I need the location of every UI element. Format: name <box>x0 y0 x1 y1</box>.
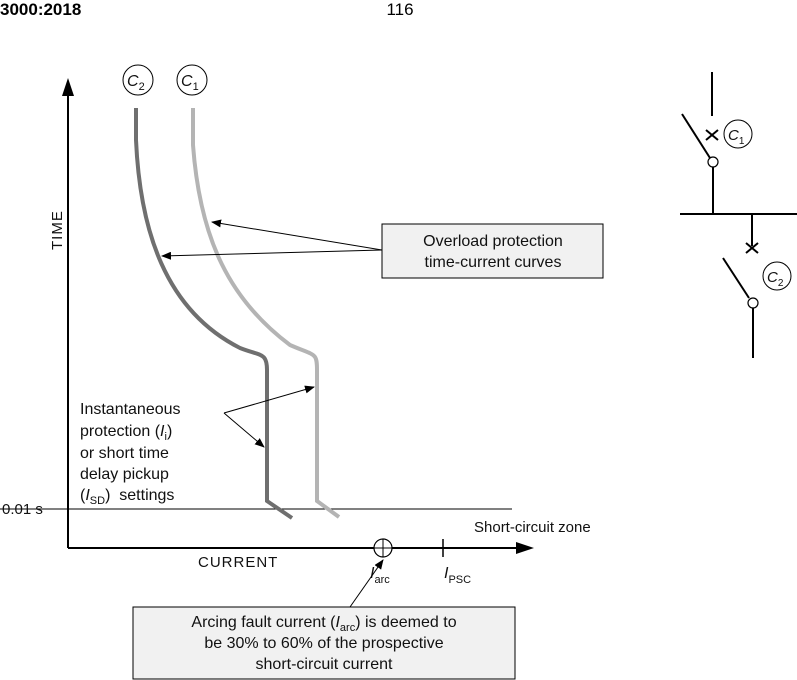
instantaneous-leader-c2 <box>223 412 265 448</box>
upper-breaker-x-2 <box>705 129 719 141</box>
lower-breaker-x-2 <box>745 242 759 254</box>
lower-breaker-blade <box>722 257 750 299</box>
upper-breaker-label: C1 <box>728 127 745 147</box>
arcing-callout-line2: be 30% to 60% of the prospective <box>204 635 443 652</box>
curve-c2-label: C2 <box>127 73 145 93</box>
i-psc-label: IPSC <box>444 565 471 586</box>
current-axis-label: CURRENT <box>198 554 278 571</box>
short-circuit-zone-label: Short-circuit zone <box>474 519 591 536</box>
time-axis-label: TIME <box>49 210 66 250</box>
breaker-diagram: C1 C2 <box>680 72 797 358</box>
upper-breaker-blade <box>681 113 711 159</box>
arcing-callout-line3: short-circuit current <box>256 656 393 673</box>
curve-c2-label-circle <box>122 64 154 96</box>
time-0-01s-label: 0.01 s <box>2 501 43 518</box>
time-axis-arrowhead <box>62 78 74 96</box>
curve-c2 <box>134 108 294 520</box>
lower-breaker-label-circle <box>762 261 792 291</box>
arcing-callout-line1: Arcing fault current (Iarc) is deemed to <box>191 614 456 634</box>
upper-breaker-contact <box>707 156 719 168</box>
upper-breaker-label-circle <box>723 119 753 149</box>
instantaneous-leader-c1 <box>223 385 315 414</box>
arcing-callout-box <box>132 606 516 680</box>
arcing-leader <box>349 559 384 608</box>
current-axis-arrowhead <box>516 542 534 554</box>
lower-breaker-contact <box>747 297 759 309</box>
i-arc-label: Iarc <box>370 565 390 586</box>
overload-leader-c1 <box>211 219 383 251</box>
overload-callout-box <box>381 223 604 279</box>
standard-number: 3000:2018 <box>0 0 82 19</box>
curve-c1-label-circle <box>176 64 208 96</box>
overload-callout-line2: time-current curves <box>425 254 562 271</box>
instantaneous-callout: Instantaneous protection (Ii) or short t… <box>80 401 185 507</box>
overload-callout-line1: Overload protection <box>423 233 563 250</box>
curve-c1-label: C1 <box>181 73 199 93</box>
lower-breaker-label: C2 <box>767 269 784 289</box>
page-number: 116 <box>386 0 414 19</box>
overload-leader-c2 <box>161 249 383 260</box>
curve-c1 <box>191 108 341 519</box>
